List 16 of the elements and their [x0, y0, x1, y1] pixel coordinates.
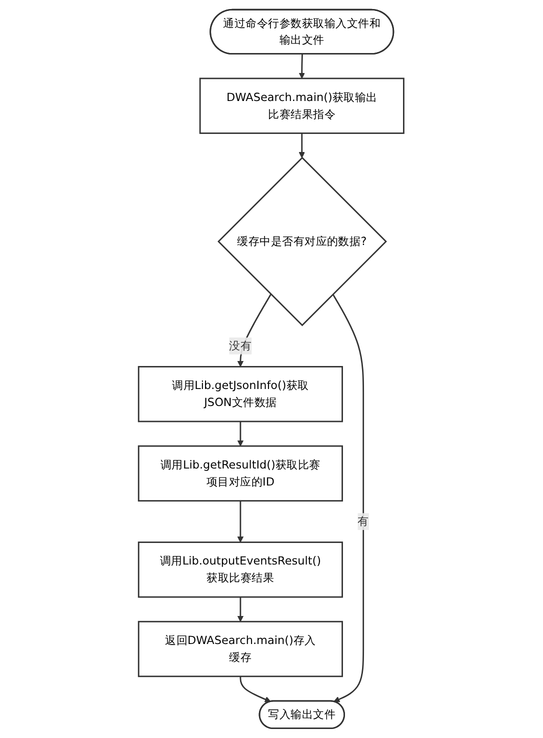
arrow	[238, 422, 244, 446]
node-box: 返回DWASearch.main()存入缓存	[138, 620, 344, 678]
arrow	[240, 676, 272, 702]
arrow	[299, 54, 306, 79]
node-box: 调用Lib.getResultId()获取比赛项目对应的ID	[138, 445, 344, 502]
node-box: DWASearch.main()获取输出比赛结果指令	[200, 78, 405, 134]
arrow	[238, 294, 272, 367]
edge-label: 没有	[230, 338, 252, 352]
arrow	[238, 597, 244, 622]
arrow	[299, 133, 306, 158]
node-box: 调用Lib.getJsonInfo()获取JSON文件数据	[138, 366, 344, 422]
node-box: 调用Lib.outputEventsResult()获取比赛结果	[138, 542, 344, 598]
arrow	[332, 294, 364, 702]
edge-label: 有	[358, 514, 370, 528]
node-diamond: 缓存中是否有对应的数据?	[218, 156, 388, 326]
arrow	[238, 500, 244, 543]
